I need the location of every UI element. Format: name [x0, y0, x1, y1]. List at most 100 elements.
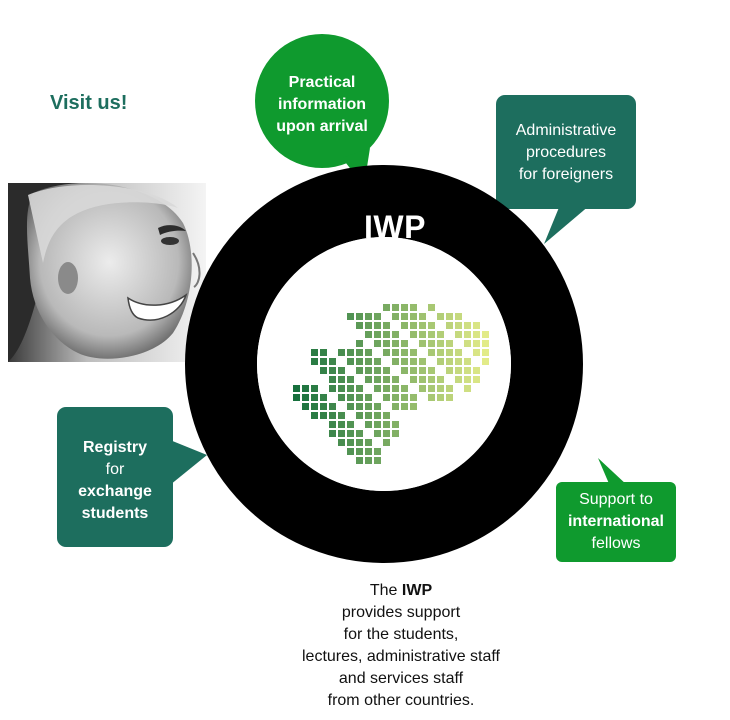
- map-pixel: [392, 304, 399, 311]
- map-pixel: [437, 331, 444, 338]
- map-pixel: [392, 376, 399, 383]
- iwp-caption: The IWP provides support for the student…: [240, 580, 562, 712]
- map-pixel: [374, 403, 381, 410]
- map-pixel: [311, 385, 318, 392]
- map-pixel: [473, 322, 480, 329]
- map-pixel: [428, 322, 435, 329]
- map-pixel: [392, 421, 399, 428]
- map-pixel: [482, 349, 489, 356]
- map-pixel: [365, 403, 372, 410]
- map-pixel: [464, 367, 471, 374]
- map-pixel: [356, 349, 363, 356]
- map-pixel: [374, 358, 381, 365]
- map-pixel: [374, 457, 381, 464]
- map-pixel: [347, 349, 354, 356]
- map-pixel: [455, 313, 462, 320]
- map-pixel: [347, 385, 354, 392]
- map-pixel: [347, 421, 354, 428]
- map-pixel: [428, 340, 435, 347]
- map-pixel: [419, 331, 426, 338]
- map-pixel: [365, 358, 372, 365]
- map-pixel: [473, 340, 480, 347]
- map-pixel: [347, 448, 354, 455]
- practical-line: Practical: [288, 74, 356, 91]
- caption-line: provides support: [341, 604, 461, 621]
- map-pixel: [455, 367, 462, 374]
- map-pixel: [473, 367, 480, 374]
- map-pixel: [374, 340, 381, 347]
- map-pixel: [446, 385, 453, 392]
- map-pixel: [383, 394, 390, 401]
- map-pixel: [365, 331, 372, 338]
- map-pixel: [356, 448, 363, 455]
- map-pixel: [437, 349, 444, 356]
- map-pixel: [347, 403, 354, 410]
- support-text[interactable]: Support to international fellows: [556, 489, 676, 555]
- map-pixel: [338, 412, 345, 419]
- map-pixel: [473, 349, 480, 356]
- map-pixel: [311, 403, 318, 410]
- caption-line: from other countries.: [327, 692, 475, 709]
- map-pixel: [392, 430, 399, 437]
- map-pixel: [410, 322, 417, 329]
- map-pixel: [365, 457, 372, 464]
- support-bubble[interactable]: [556, 458, 676, 562]
- admin-procedures-bubble[interactable]: [496, 95, 636, 244]
- map-pixel: [356, 340, 363, 347]
- map-pixel: [392, 358, 399, 365]
- map-pixel: [365, 448, 372, 455]
- map-pixel: [383, 367, 390, 374]
- map-pixel: [338, 385, 345, 392]
- map-pixel: [401, 340, 408, 347]
- map-pixel: [383, 349, 390, 356]
- admin-procedures-text[interactable]: Administrative procedures for foreigners: [496, 120, 636, 186]
- map-pixel: [455, 322, 462, 329]
- map-pixel: [374, 376, 381, 383]
- map-pixel: [383, 304, 390, 311]
- map-pixel: [329, 430, 336, 437]
- map-pixel: [410, 313, 417, 320]
- map-pixel: [356, 439, 363, 446]
- woman-smiling-photo: [8, 183, 206, 362]
- map-pixel: [428, 385, 435, 392]
- map-pixel: [446, 313, 453, 320]
- visit-us-label[interactable]: Visit us!: [50, 92, 128, 114]
- map-pixel: [482, 358, 489, 365]
- map-pixel: [401, 322, 408, 329]
- map-pixel: [455, 358, 462, 365]
- map-pixel: [338, 430, 345, 437]
- map-pixel: [410, 376, 417, 383]
- map-pixel: [410, 367, 417, 374]
- map-pixel: [437, 376, 444, 383]
- map-pixel: [419, 358, 426, 365]
- map-pixel: [437, 394, 444, 401]
- map-pixel: [347, 430, 354, 437]
- map-pixel: [347, 439, 354, 446]
- map-pixel: [464, 385, 471, 392]
- map-pixel: [356, 412, 363, 419]
- practical-line: upon arrival: [276, 118, 368, 135]
- map-pixel: [437, 385, 444, 392]
- map-pixel: [293, 394, 300, 401]
- map-pixel: [311, 412, 318, 419]
- caption-line: for the students,: [343, 626, 459, 643]
- map-pixel: [446, 340, 453, 347]
- registry-line: students: [81, 505, 149, 522]
- admin-line: for foreigners: [518, 166, 614, 183]
- registry-text[interactable]: Registry for exchange students: [60, 437, 170, 525]
- map-pixel: [428, 304, 435, 311]
- map-pixel: [329, 358, 336, 365]
- map-pixel: [455, 376, 462, 383]
- practical-line: information: [278, 96, 366, 113]
- map-pixel: [428, 394, 435, 401]
- registry-line: Registry: [82, 439, 148, 456]
- practical-info-text[interactable]: Practical information upon arrival: [258, 72, 386, 138]
- map-pixel: [338, 394, 345, 401]
- map-pixel: [338, 349, 345, 356]
- map-pixel: [320, 358, 327, 365]
- map-pixel: [365, 313, 372, 320]
- registry-bubble[interactable]: [57, 407, 207, 547]
- map-pixel: [383, 412, 390, 419]
- map-pixel: [401, 349, 408, 356]
